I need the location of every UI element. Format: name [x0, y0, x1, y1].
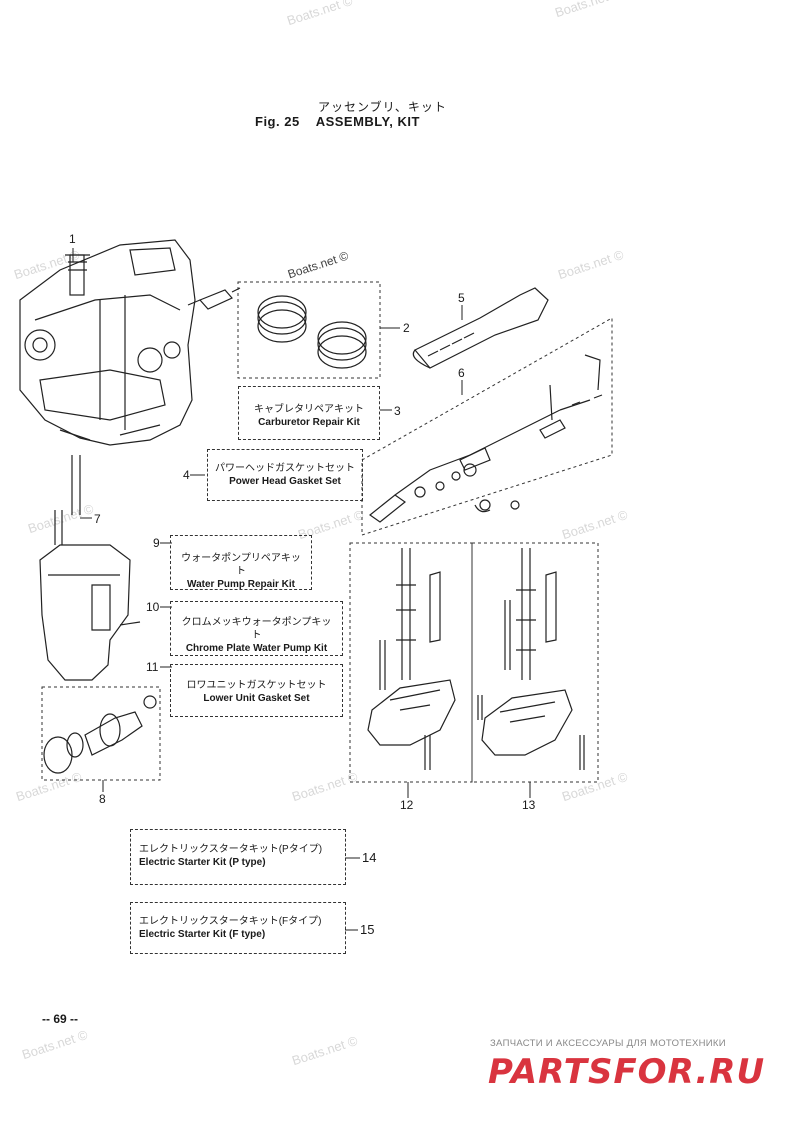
- figure-title: Fig. 25 ASSEMBLY, KIT: [255, 114, 436, 129]
- callout-2: 2: [403, 321, 410, 335]
- kit-jp: エレクトリックスタータキット(Pタイプ): [139, 844, 323, 855]
- tiller-handle-drawing: [412, 287, 549, 369]
- kit-jp: エレクトリックスタータキット(Fタイプ): [139, 916, 322, 927]
- callout-5: 5: [458, 291, 465, 305]
- kit-jp: ウォータポンプリペアキット: [181, 553, 301, 577]
- kit-label-lower-unit-gasket: ロワユニットガスケットセット Lower Unit Gasket Set: [170, 664, 343, 717]
- lower-unit-13-drawing: [477, 548, 585, 770]
- page-number: -- 69 --: [42, 1012, 78, 1026]
- linkage-parts-drawing: [368, 354, 603, 523]
- callout-13: 13: [522, 798, 536, 812]
- callout-11: 11: [146, 660, 159, 674]
- kit-en: Chrome Plate Water Pump Kit: [185, 643, 328, 654]
- kit-label-electric-starter-p: エレクトリックスタータキット(Pタイプ) Electric Starter Ki…: [130, 829, 346, 885]
- kit-label-chrome-plate-water-pump: クロムメッキウォータポンプキット Chrome Plate Water Pump…: [170, 601, 343, 656]
- callout-14: 14: [362, 850, 377, 865]
- kit-jp: パワーヘッドガスケットセット: [215, 463, 355, 474]
- callout-6: 6: [458, 366, 465, 380]
- piston-rings-drawing: [257, 295, 367, 369]
- drive-shaft-housing-drawing: [39, 455, 141, 681]
- kit-jp: ロワユニットガスケットセット: [186, 680, 327, 691]
- lower-unit-12-drawing: [367, 548, 456, 770]
- kit-en: Electric Starter Kit (P type): [139, 857, 266, 868]
- callout-10: 10: [146, 600, 160, 614]
- callout-1: 1: [69, 232, 76, 246]
- callout-3: 3: [394, 404, 401, 418]
- kit-en: Water Pump Repair Kit: [187, 579, 295, 590]
- kit-en: Lower Unit Gasket Set: [203, 693, 310, 704]
- figure-label: Fig. 25: [255, 114, 300, 129]
- kit-en: Power Head Gasket Set: [229, 476, 341, 487]
- water-pump-drawing: [43, 695, 157, 774]
- kit-label-power-head-gasket: パワーヘッドガスケットセット Power Head Gasket Set: [207, 449, 363, 501]
- promo-tagline: ЗАПЧАСТИ И АКСЕССУАРЫ ДЛЯ МОТОТЕХНИКИ: [490, 1038, 726, 1049]
- kit-jp: クロムメッキウォータポンプキット: [181, 617, 332, 641]
- callout-8: 8: [99, 792, 106, 806]
- kit-label-carburetor-repair: キャブレタリペアキット Carburetor Repair Kit: [238, 386, 380, 440]
- promo-logo: PARTSFOR.RU: [488, 1052, 766, 1092]
- kit-jp: キャブレタリペアキット: [254, 404, 364, 415]
- kit-en: Carburetor Repair Kit: [258, 417, 360, 428]
- kit-label-water-pump-repair: ウォータポンプリペアキット Water Pump Repair Kit: [170, 535, 312, 590]
- callout-4: 4: [183, 468, 190, 482]
- callout-9: 9: [153, 536, 160, 550]
- kit-label-electric-starter-f: エレクトリックスタータキット(Fタイプ) Electric Starter Ki…: [130, 902, 346, 954]
- figure-title-en: ASSEMBLY, KIT: [315, 114, 420, 129]
- power-head-drawing: [19, 239, 241, 446]
- figure-title-jp: アッセンブリ、キット: [318, 100, 447, 114]
- callout-15: 15: [360, 922, 375, 937]
- kit-en: Electric Starter Kit (F type): [139, 929, 266, 940]
- callout-12: 12: [400, 798, 414, 812]
- callout-7: 7: [94, 512, 101, 526]
